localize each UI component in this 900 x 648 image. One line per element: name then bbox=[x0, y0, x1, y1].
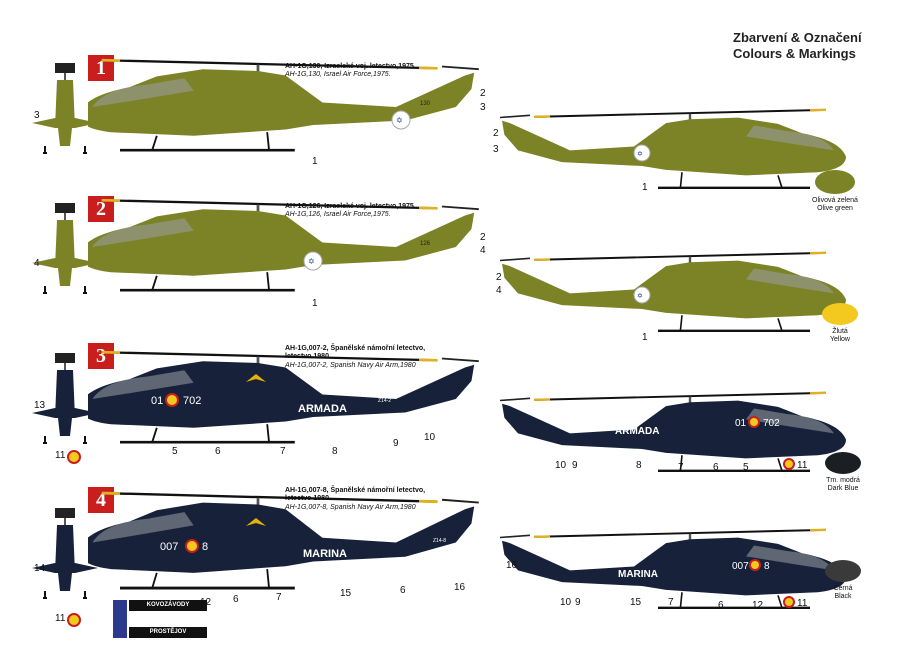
callout: 11 bbox=[55, 613, 66, 624]
right-view-3: ARMADA 01 702 bbox=[500, 391, 848, 473]
svg-text:✡: ✡ bbox=[637, 292, 643, 300]
swatch-label-yellow: Žlutá Yellow bbox=[830, 328, 850, 343]
swatch-label-dark-blue: Tm. modrá Dark Blue bbox=[826, 477, 860, 492]
title-czech: Zbarvení & Označení bbox=[733, 30, 862, 45]
svg-text:8: 8 bbox=[764, 561, 770, 572]
swatch-olive bbox=[815, 170, 855, 194]
svg-text:126: 126 bbox=[420, 241, 431, 247]
callout: 1 bbox=[642, 332, 648, 343]
callout: 6 bbox=[400, 585, 406, 596]
callout: 14 bbox=[34, 563, 46, 574]
callout: 4 bbox=[496, 285, 502, 296]
callout: 11 bbox=[797, 598, 808, 609]
callout: 11 bbox=[797, 460, 808, 471]
profile-3: 01 702 ARMADA Z14-2 bbox=[88, 350, 481, 444]
callout: 4 bbox=[480, 245, 486, 256]
swatch-dark-blue bbox=[825, 452, 861, 474]
svg-text:01: 01 bbox=[735, 418, 747, 429]
callout: 8 bbox=[332, 446, 338, 457]
callout: 9 bbox=[575, 597, 581, 608]
kovozavody-logo: KOVOZÁVODY PROSTĚJOV bbox=[113, 600, 207, 638]
caption-2: AH-1G,126, Izraelské voj. letectvo,1975.… bbox=[285, 202, 416, 219]
caption-4: AH-1G,007-8, Španělské námořní letectvo,… bbox=[285, 486, 426, 511]
callout: 12 bbox=[752, 600, 764, 611]
svg-text:01: 01 bbox=[151, 395, 163, 407]
title-english: Colours & Markings bbox=[733, 46, 856, 61]
callout: 7 bbox=[276, 592, 282, 603]
caption-3: AH-1G,007-2, Španělské námořní letectvo,… bbox=[285, 344, 426, 369]
callout: 8 bbox=[636, 460, 642, 471]
callout: 16 bbox=[454, 582, 466, 593]
callout: 5 bbox=[743, 462, 749, 473]
svg-text:MARINA: MARINA bbox=[618, 569, 658, 580]
svg-text:702: 702 bbox=[183, 395, 201, 407]
callout: 16 bbox=[506, 560, 518, 571]
spanish-roundel bbox=[783, 458, 795, 470]
right-view-4: MARINA 007 8 bbox=[500, 528, 848, 610]
callout: 9 bbox=[393, 438, 399, 449]
callout: 11 bbox=[55, 450, 66, 461]
svg-text:702: 702 bbox=[763, 418, 780, 429]
svg-text:MARINA: MARINA bbox=[303, 548, 347, 560]
spanish-roundel bbox=[67, 613, 81, 627]
caption-1: AH-1G,130, Izraelské voj. letectvo,1975.… bbox=[285, 62, 416, 79]
callout: 15 bbox=[340, 588, 352, 599]
callout: 2 bbox=[480, 88, 486, 99]
spanish-roundel bbox=[783, 596, 795, 608]
svg-text:8: 8 bbox=[202, 541, 208, 553]
spanish-roundel bbox=[67, 450, 81, 464]
callout: 7 bbox=[668, 597, 674, 608]
shield-icon bbox=[113, 600, 127, 638]
callout: 15 bbox=[630, 597, 642, 608]
callout: 6 bbox=[718, 600, 724, 611]
swatch-yellow bbox=[822, 303, 858, 325]
svg-text:✡: ✡ bbox=[396, 116, 403, 125]
svg-text:Z14-8: Z14-8 bbox=[433, 538, 446, 544]
callout: 1 bbox=[642, 182, 648, 193]
callout: 6 bbox=[233, 594, 239, 605]
callout: 5 bbox=[172, 446, 178, 457]
svg-text:✡: ✡ bbox=[308, 257, 315, 266]
profile-2: ✡ 126 bbox=[88, 198, 481, 292]
callout: 1 bbox=[312, 156, 318, 167]
svg-text:130: 130 bbox=[420, 101, 431, 107]
badge-4: 4 bbox=[88, 487, 114, 513]
callout: 9 bbox=[572, 460, 578, 471]
svg-text:007: 007 bbox=[160, 541, 178, 553]
profile-1: ✡ 130 bbox=[88, 58, 481, 152]
swatch-label-black: Černá Black bbox=[833, 585, 853, 600]
callout: 3 bbox=[480, 102, 486, 113]
callout: 6 bbox=[713, 462, 719, 473]
swatch-label-olive: Olivová zelená Olive green bbox=[812, 197, 858, 212]
callout: 2 bbox=[480, 232, 486, 243]
right-view-2: ✡ bbox=[500, 251, 848, 333]
svg-text:✡: ✡ bbox=[637, 150, 643, 158]
callout: 1 bbox=[312, 298, 318, 309]
svg-text:007: 007 bbox=[732, 561, 749, 572]
callout: 7 bbox=[280, 446, 286, 457]
callout: 3 bbox=[34, 110, 40, 121]
callout: 10 bbox=[555, 460, 567, 471]
callout: 3 bbox=[493, 144, 499, 155]
profile-4: 007 8 MARINA Z14-8 bbox=[88, 491, 481, 590]
callout: 10 bbox=[424, 432, 436, 443]
swatch-black bbox=[825, 560, 861, 582]
svg-text:ARMADA: ARMADA bbox=[615, 426, 659, 437]
callout: 6 bbox=[215, 446, 221, 457]
callout: 10 bbox=[560, 597, 572, 608]
right-view-1: ✡ bbox=[500, 108, 848, 190]
callout: 2 bbox=[496, 272, 502, 283]
callout: 13 bbox=[34, 400, 46, 411]
callout: 2 bbox=[493, 128, 499, 139]
svg-text:Z14-2: Z14-2 bbox=[378, 398, 391, 404]
callout: 7 bbox=[678, 462, 684, 473]
svg-text:ARMADA: ARMADA bbox=[298, 403, 347, 415]
callout: 4 bbox=[34, 258, 40, 269]
badge-3: 3 bbox=[88, 343, 114, 369]
